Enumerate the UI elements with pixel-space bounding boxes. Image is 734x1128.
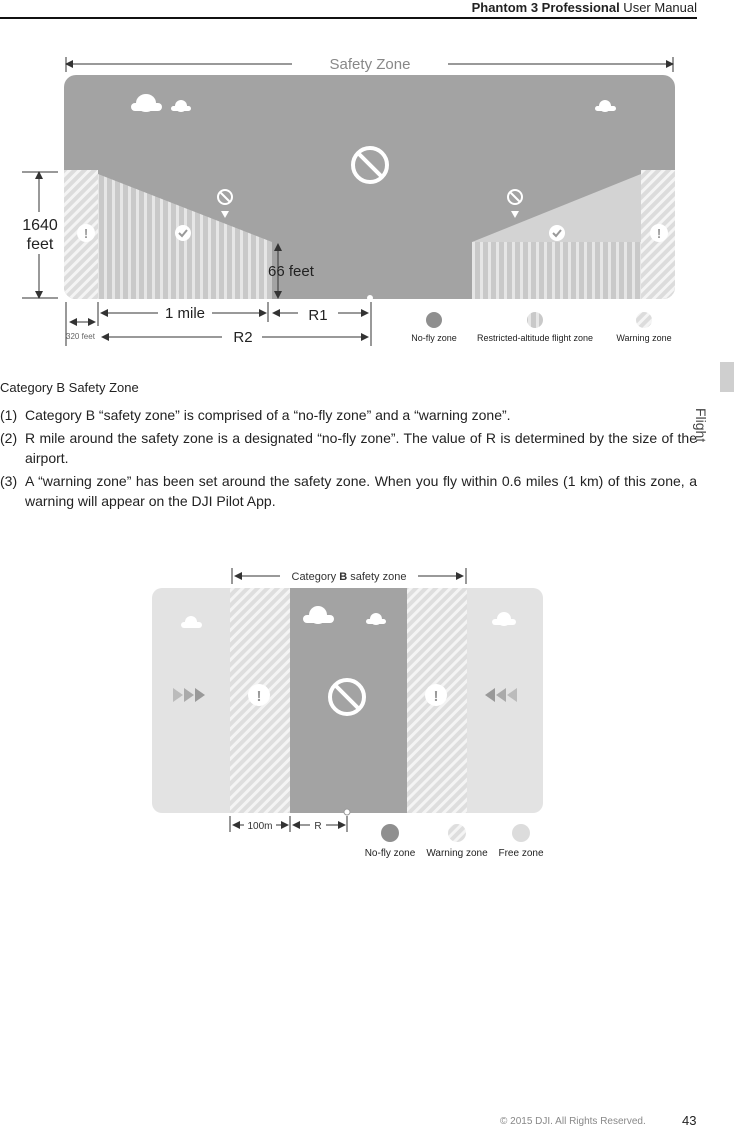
legend-swatch-no-fly (381, 824, 399, 842)
footer-copyright: © 2015 DJI. All Rights Reserved. (500, 1116, 646, 1127)
warning-width-label: 100m (247, 821, 272, 832)
category-b-title-suffix: safety zone (347, 571, 406, 583)
legend-swatch-warning (636, 312, 652, 328)
no-fly-icon (507, 189, 523, 218)
manual-title-rest: User Manual (619, 0, 697, 15)
category-b-title-bold: B (339, 571, 347, 583)
legend-swatch-restricted (527, 312, 543, 328)
page-number: 43 (682, 1113, 697, 1128)
no-fly-icon (217, 189, 233, 218)
legend-label-no-fly: No-fly zone (365, 848, 416, 859)
legend-label-free: Free zone (498, 848, 543, 859)
warning-zone-width-label: 320 feet (66, 332, 96, 341)
safety-zone-label: Safety Zone (330, 56, 411, 73)
legend-label-restricted: Restricted-altitude flight zone (477, 333, 593, 343)
one-mile-label: 1 mile (165, 305, 205, 322)
checkmark-icon (549, 225, 565, 241)
cloud-icon (492, 612, 516, 626)
warning-icon: ! (425, 684, 447, 706)
cloud-icon (171, 100, 191, 112)
legend-swatch-free (512, 824, 530, 842)
svg-text:!: ! (84, 226, 88, 241)
r1-label: R1 (308, 307, 327, 324)
r2-label: R2 (233, 329, 252, 346)
figure-category-b-safety-zone: Category B safety zone ! ! (152, 568, 544, 859)
approach-arrow-left-icon (485, 688, 517, 702)
section-heading: Category B Safety Zone (0, 380, 139, 395)
legend-label-warning: Warning zone (616, 333, 671, 343)
list-item-text: R mile around the safety zone is a desig… (25, 430, 697, 466)
list-item-text: Category B “safety zone” is comprised of… (25, 407, 511, 423)
r-label: R (314, 821, 321, 832)
warning-icon: ! (248, 684, 270, 706)
list-item: (2) R mile around the safety zone is a d… (0, 428, 697, 468)
header-rule (0, 17, 697, 19)
page-header: Phantom 3 Professional User Manual (0, 0, 697, 20)
altitude-label: 66 feet (268, 263, 315, 280)
no-fly-icon (328, 678, 366, 716)
warning-icon: ! (77, 224, 95, 242)
cloud-icon (303, 606, 334, 624)
manual-title-bold: Phantom 3 Professional (471, 0, 620, 15)
category-b-title-prefix: Category (292, 571, 340, 583)
list-item-number: (2) (0, 430, 18, 446)
cloud-icon (366, 613, 386, 625)
list-item-text: A “warning zone” has been set around the… (25, 473, 697, 509)
cloud-icon (181, 616, 202, 628)
airport-marker (343, 808, 351, 816)
figure-safety-zone-profile: Safety Zone ! ! (20, 56, 675, 346)
cloud-icon (131, 94, 162, 112)
airport-marker (367, 295, 373, 301)
svg-text:!: ! (657, 226, 661, 241)
approach-arrow-right-icon (173, 688, 205, 702)
legend-label-no-fly: No-fly zone (411, 333, 457, 343)
warning-icon: ! (650, 224, 668, 242)
svg-text:!: ! (434, 688, 439, 705)
height-label-unit: feet (27, 236, 54, 253)
manual-title: Phantom 3 Professional User Manual (472, 0, 697, 15)
list-item-number: (3) (0, 473, 18, 489)
list-item-number: (1) (0, 407, 18, 423)
list-item: (3) A “warning zone” has been set around… (0, 471, 697, 511)
legend-swatch-warning (448, 824, 466, 842)
legend-label-warning: Warning zone (426, 848, 488, 859)
side-tab-marker (720, 362, 734, 392)
checkmark-icon (175, 225, 191, 241)
height-label-value: 1640 (22, 217, 58, 234)
list-item: (1) Category B “safety zone” is comprise… (0, 405, 697, 425)
legend-swatch-no-fly (426, 312, 442, 328)
no-fly-icon (351, 146, 389, 184)
svg-text:!: ! (257, 688, 262, 705)
category-b-title: Category B safety zone (292, 571, 407, 583)
cloud-icon (595, 100, 616, 112)
